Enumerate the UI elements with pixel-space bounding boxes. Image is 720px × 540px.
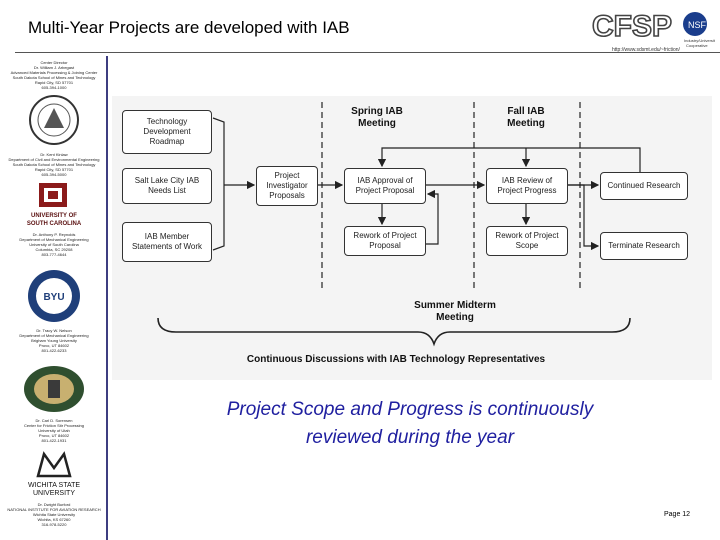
sidebar-block-1: Center Director Dr. William J. Arbegast …: [10, 60, 98, 90]
slide-title: Multi-Year Projects are developed with I…: [28, 18, 350, 37]
iab-approval-box: IAB Approval of Project Proposal: [344, 168, 426, 204]
svg-text:CFSP: CFSP: [592, 10, 672, 43]
rework-scope-box: Rework of Project Scope: [486, 226, 568, 256]
summer-meeting-label: Summer Midterm Meeting: [414, 300, 496, 323]
spring-meeting-label: Spring IAB Meeting: [351, 106, 403, 129]
tech-roadmap-box: Technology Development Roadmap: [122, 110, 212, 154]
terminate-research-box: Terminate Research: [600, 232, 688, 260]
continued-research-box: Continued Research: [600, 172, 688, 200]
sidebar-block-2: Dr. Kent Kinlaw Department of Civil and …: [8, 152, 100, 177]
svg-text:Industry/University: Industry/University: [684, 38, 715, 43]
svg-text:BYU: BYU: [43, 292, 64, 303]
wsu-shocker-icon: [36, 451, 72, 478]
rework-proposal-box: Rework of Project Proposal: [344, 226, 426, 256]
title-divider: [15, 52, 720, 53]
sidebar-divider: [106, 56, 108, 540]
svg-text:Cooperative: Cooperative: [686, 43, 708, 48]
iab-statements-box: IAB Member Statements of Work: [122, 222, 212, 262]
byu-seal-icon: BYU: [28, 270, 80, 322]
sidebar-block-6: Dr. Dwight Burford NATIONAL INSTITUTE FO…: [7, 502, 101, 527]
university-seal-icon: [24, 366, 84, 412]
sidebar-block-3: Dr. Anthony P. Reynolds Department of Me…: [19, 232, 89, 257]
process-diagram: Spring IAB Meeting Fall IAB Meeting Tech…: [112, 96, 712, 380]
investigator-proposals-box: Project Investigator Proposals: [256, 166, 318, 206]
sdsmt-seal-icon: [29, 95, 79, 145]
usc-emblem-icon: [39, 183, 67, 207]
iab-needs-box: Salt Lake City IAB Needs List: [122, 168, 212, 204]
diagram-connectors: [157, 102, 641, 347]
fall-meeting-label: Fall IAB Meeting: [507, 106, 545, 129]
slide-tagline: Project Scope and Progress is continuous…: [226, 399, 594, 448]
page-number: Page 12: [664, 511, 691, 518]
sidebar-block-4: Dr. Tracy W. Nelson Department of Mechan…: [19, 328, 89, 353]
logo-url: http://www.sdsmt.edu/~friction/: [612, 47, 680, 53]
usc-wordmark: UNIVERSITY OF SOUTH CAROLINA: [26, 213, 82, 227]
svg-text:NSF: NSF: [688, 20, 707, 30]
cfsp-logo: CFSP NSF Industry/University Cooperative: [591, 9, 715, 48]
continuous-discussions-label: Continuous Discussions with IAB Technolo…: [246, 354, 546, 365]
sidebar: Center Director Dr. William J. Arbegast …: [0, 56, 108, 540]
sidebar-block-5: Dr. Carl D. Sorensen Center for Friction…: [23, 418, 85, 443]
wsu-wordmark: WICHITA STATE UNIVERSITY: [27, 482, 81, 497]
iab-review-box: IAB Review of Project Progress: [486, 168, 568, 204]
